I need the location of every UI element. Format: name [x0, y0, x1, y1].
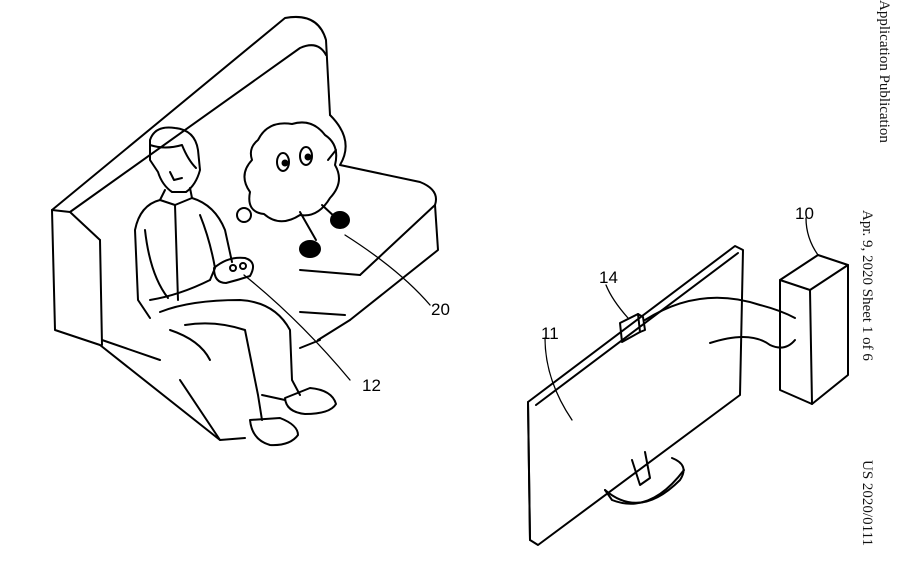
robot-drawing — [236, 121, 350, 258]
label-20: 20 — [431, 300, 450, 319]
side-header-line3: US 2020/0111 — [859, 460, 875, 546]
side-header-line1: Application Publication — [876, 0, 892, 143]
label-10: 10 — [795, 204, 814, 223]
label-11: 11 — [541, 324, 559, 343]
patent-side-header: Application Publication Apr. 9, 2020 She… — [859, 0, 892, 569]
sofa-drawing — [51, 16, 439, 441]
console-drawing — [779, 254, 849, 405]
side-header-line2: Apr. 9, 2020 Sheet 1 of 6 — [859, 210, 875, 361]
display-drawing — [527, 245, 744, 546]
label-14: 14 — [599, 268, 618, 287]
camera-drawing — [619, 313, 646, 343]
cable-camera — [644, 296, 796, 321]
label-12: 12 — [362, 376, 381, 395]
cable-display — [709, 335, 796, 349]
leader-lines — [243, 217, 819, 421]
person-drawing — [134, 126, 337, 447]
